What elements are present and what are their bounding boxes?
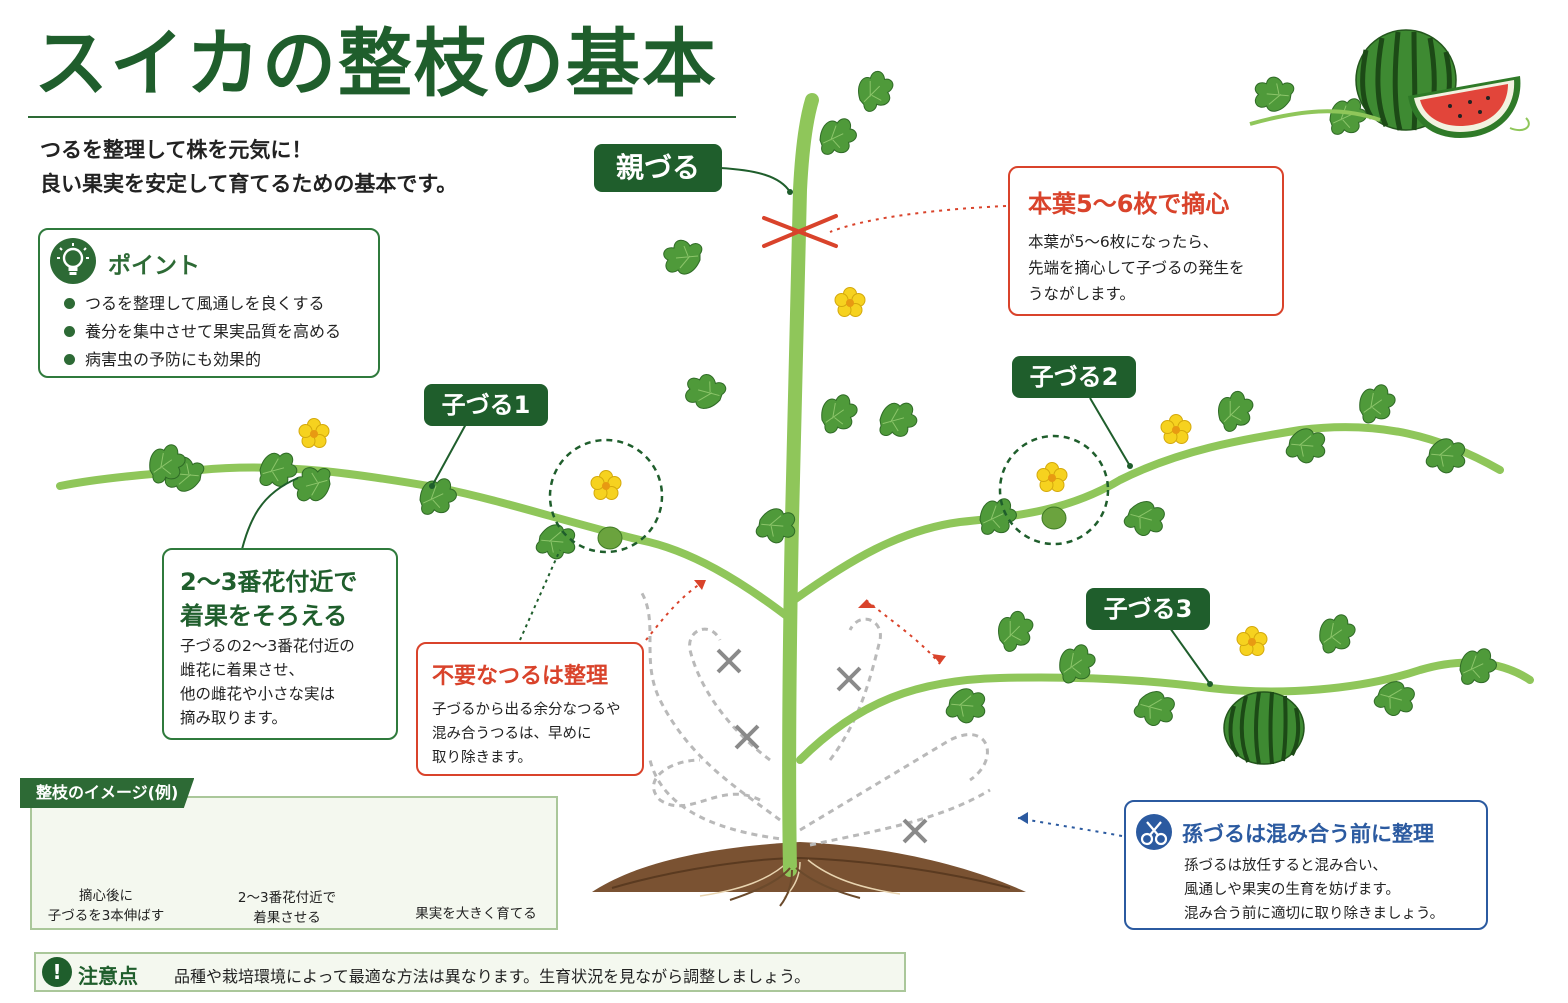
label-kozuru-2: 子づる2 [1012, 356, 1136, 398]
pruning-example-box [30, 796, 558, 930]
callout-chakka-line: 他の雌花や小さな実は [180, 685, 336, 703]
intro-line-2: 良い果実を安定して育てるための基本です。 [40, 172, 458, 196]
callout-magozuru: 孫づるは混み合う前に整理 孫づるは放任すると混み合い、 風通しや果実の生育を妨げ… [1124, 800, 1488, 930]
callout-chakka-line: 摘み取ります。 [180, 709, 287, 727]
notice-bar: ! 注意点 品種や栽培環境によって最適な方法は異なります。生育状況を見ながら調整… [34, 952, 906, 992]
callout-chakka: 2～3番花付近で 着果をそろえる 子づるの2～3番花付近の 雌花に着果させ、 他… [162, 548, 398, 740]
notice-label: 注意点 [78, 964, 138, 988]
page-title: スイカの整枝の基本 [34, 21, 718, 107]
label-kozuru-3: 子づる3 [1086, 588, 1210, 630]
point-item: 病害虫の予防にも効果的 [64, 346, 261, 370]
callout-fuyou-line: 子づるから出る余分なつるや [432, 702, 621, 718]
callout-fuyou-line: 取り除きます。 [432, 750, 533, 766]
callout-magozuru-line: 混み合う前に適切に取り除きましょう。 [1184, 906, 1445, 922]
pinch-mark [762, 214, 838, 248]
callout-tekishin-line: うながします。 [1028, 285, 1135, 303]
main-vine [782, 93, 819, 877]
lightbulb-icon [50, 238, 96, 284]
point-box: ポイント つるを整理して風通しを良くする 養分を集中させて果実品質を高める 病害… [38, 228, 380, 378]
soil-mound [592, 842, 1026, 892]
callout-tekishin: 本葉5～6枚で摘心 本葉が5～6枚になったら、 先端を摘心して子づるの発生を う… [1008, 166, 1284, 316]
watermelon-decoration [1249, 29, 1530, 140]
label-kozuru-1: 子づる1 [424, 384, 548, 426]
notice-text: 品種や栽培環境によって最適な方法は異なります。生育状況を見ながら調整しましょう。 [174, 967, 811, 986]
target-flower-circle-1 [548, 438, 664, 554]
callout-magozuru-line: 孫づるは放任すると混み合い、 [1184, 858, 1387, 874]
example-step-1-line-1: 摘心後に [79, 888, 133, 904]
scissors-icon [1136, 814, 1172, 850]
child-vine-3 [796, 658, 1534, 764]
watermelon-fruit [1222, 690, 1306, 766]
removed-x-marks [716, 648, 928, 844]
child-vine-2 [790, 423, 1504, 604]
point-item: つるを整理して風通しを良くする [64, 290, 325, 314]
example-step-2-caption: 2～3番花付近で 着果させる [214, 888, 360, 928]
callout-magozuru-title: 孫づるは混み合う前に整理 [1182, 822, 1434, 846]
example-step-1-line-2: 子づるを3本伸ばす [47, 908, 165, 924]
example-step-3-line-1: 果実を大きく育てる [415, 906, 537, 922]
example-step-3-caption: 果実を大きく育てる [402, 904, 550, 924]
callout-chakka-line: 子づるの2～3番花付近の [180, 637, 355, 655]
target-flower-circle-2 [998, 434, 1110, 546]
title-underline [28, 116, 736, 118]
pruning-example-tag: 整枝のイメージ(例) [20, 778, 195, 808]
intro-line-1: つるを整理して株を元気に！ [40, 138, 313, 162]
callout-chakka-title-1: 2～3番花付近で [180, 568, 358, 596]
callout-fuyou-line: 混み合うつるは、早めに [432, 726, 592, 742]
callout-tekishin-line: 先端を摘心して子づるの発生を [1028, 259, 1245, 277]
exclamation-icon: ! [42, 957, 72, 987]
callout-chakka-line: 雌花に着果させ、 [180, 661, 305, 679]
point-item: 養分を集中させて果実品質を高める [64, 318, 341, 342]
removed-vines [638, 589, 991, 847]
example-step-2-line-2: 着果させる [253, 910, 321, 926]
callout-tekishin-line: 本葉が5～6枚になったら、 [1028, 233, 1219, 251]
callout-chakka-title-2: 着果をそろえる [180, 602, 348, 630]
example-step-1-caption: 摘心後に 子づるを3本伸ばす [36, 886, 176, 926]
callout-fuyou-title: 不要なつるは整理 [432, 664, 609, 689]
label-oyazuru: 親づる [594, 144, 722, 192]
example-step-2-line-1: 2～3番花付近で [237, 890, 337, 906]
roots [729, 867, 861, 907]
callout-magozuru-line: 風通しや果実の生育を妨げます。 [1184, 882, 1400, 898]
point-title: ポイント [108, 253, 200, 279]
callout-tekishin-title: 本葉5～6枚で摘心 [1028, 190, 1230, 218]
callout-fuyou: 不要なつるは整理 子づるから出る余分なつるや 混み合うつるは、早めに 取り除きま… [416, 642, 644, 776]
